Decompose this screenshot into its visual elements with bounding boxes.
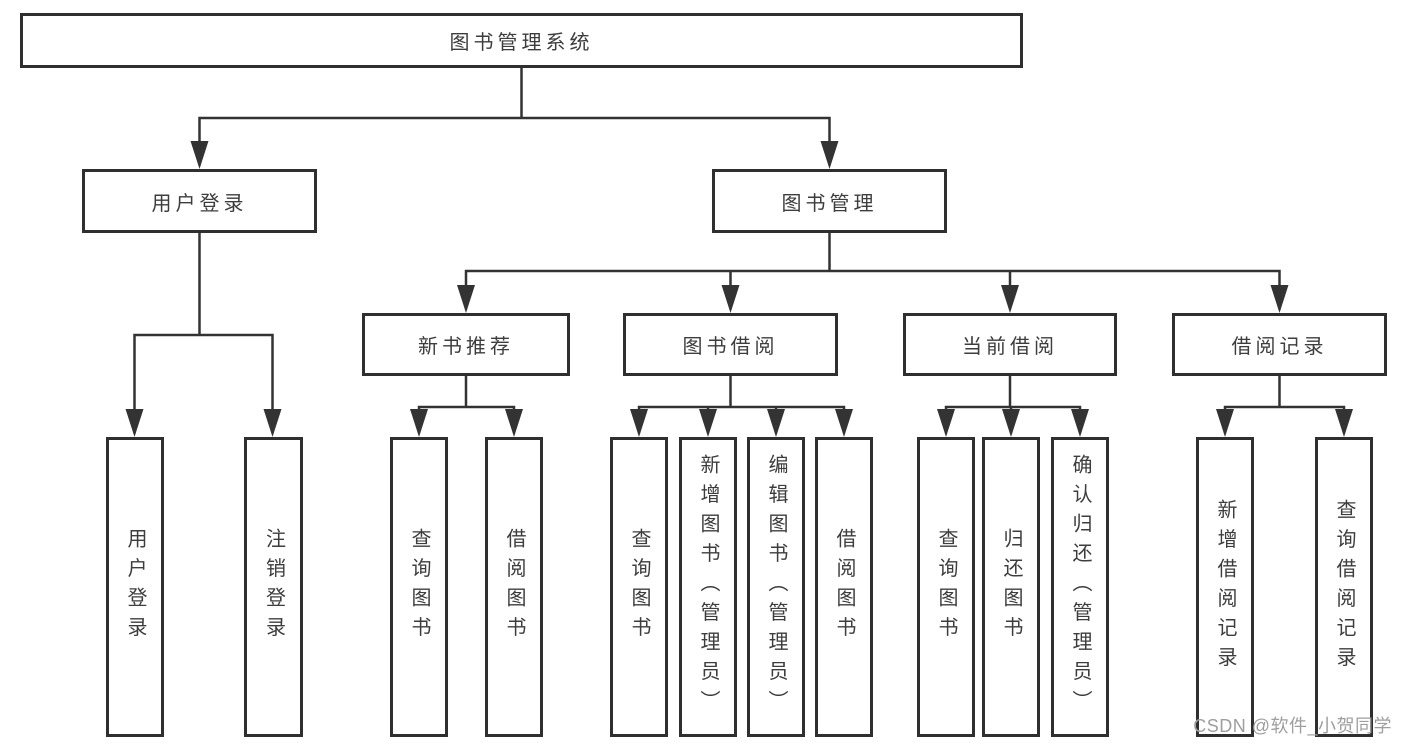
node-user-login-leaf: 用户登录 [106,437,164,737]
node-logout-label: 注销登录 [262,528,285,646]
connector-root-to-level2 [190,66,839,169]
node-borrow-books-recommend-label: 借阅图书 [503,528,525,646]
node-user-login-label: 用户登录 [151,192,248,215]
node-query-borrow-record-label: 查询借阅记录 [1333,498,1355,676]
connector-new-book-recommend-to-leaves [410,374,523,437]
node-current-borrow-label: 当前借阅 [962,336,1058,358]
node-edit-books-admin: 编辑图书（管理员） [747,437,805,737]
arrowhead-icon [410,409,428,437]
arrowhead-icon [1335,409,1353,437]
node-confirm-return-admin-label: 确认归还（管理员） [1069,454,1091,720]
node-borrow-books-borrow-label: 借阅图书 [833,528,855,646]
node-confirm-return-admin: 确认归还（管理员） [1051,437,1109,737]
node-book-borrow-label: 图书借阅 [682,336,779,358]
node-system-root-label: 图书管理系统 [449,32,594,54]
node-borrow-books-recommend: 借阅图书 [485,437,543,737]
arrowhead-icon [505,409,523,437]
connector-user-login-to-leaves [125,231,282,437]
connector-current-borrow-to-leaves [937,374,1089,437]
arrowhead-icon [630,409,648,437]
connector-book-management-to-level3 [457,231,1289,313]
node-user-login: 用户登录 [82,169,317,233]
arrowhead-icon [721,285,740,313]
node-query-books-recommend: 查询图书 [390,437,448,737]
node-return-books-label: 归还图书 [1000,528,1022,646]
connector-borrow-records-to-leaves [1216,374,1353,437]
arrowhead-icon [937,409,955,437]
node-new-book-recommend-label: 新书推荐 [418,336,514,358]
arrowhead-icon [1002,409,1020,437]
arrowhead-icon [1216,409,1234,437]
node-query-books-borrow: 查询图书 [610,437,668,737]
node-book-borrow: 图书借阅 [623,313,838,376]
node-borrow-records-label: 借阅记录 [1231,336,1328,358]
node-return-books: 归还图书 [982,437,1040,737]
node-logout: 注销登录 [244,437,303,737]
node-user-login-leaf-label: 用户登录 [124,528,146,646]
node-current-borrow: 当前借阅 [903,313,1117,376]
arrowhead-icon [820,141,839,169]
node-new-book-recommend: 新书推荐 [362,313,570,376]
node-query-books-current-label: 查询图书 [935,528,957,646]
arrowhead-icon [125,409,144,437]
arrowhead-icon [767,409,785,437]
arrowhead-icon [1270,285,1289,313]
node-add-borrow-record: 新增借阅记录 [1196,437,1254,737]
watermark: CSDN @软件_小贺同学 [1193,716,1392,736]
node-system-root: 图书管理系统 [20,13,1023,68]
node-add-books-admin: 新增图书（管理员） [679,437,737,737]
arrowhead-icon [699,409,717,437]
node-add-borrow-record-label: 新增借阅记录 [1214,498,1236,676]
arrowhead-icon [1071,409,1089,437]
node-borrow-books-borrow: 借阅图书 [815,437,873,737]
arrowhead-icon [1001,285,1019,313]
node-add-books-admin-label: 新增图书（管理员） [697,454,719,720]
node-book-management: 图书管理 [712,169,947,233]
connector-book-borrow-to-leaves [630,374,853,437]
arrowhead-icon [190,141,209,169]
arrowhead-icon [835,409,853,437]
node-book-management-label: 图书管理 [781,192,878,215]
node-query-books-borrow-label: 查询图书 [628,528,650,646]
node-query-borrow-record: 查询借阅记录 [1315,437,1373,737]
arrowhead-icon [263,409,282,437]
node-query-books-current: 查询图书 [917,437,975,737]
node-edit-books-admin-label: 编辑图书（管理员） [765,454,787,720]
arrowhead-icon [457,285,475,313]
node-borrow-records: 借阅记录 [1172,313,1387,376]
node-query-books-recommend-label: 查询图书 [408,528,430,646]
